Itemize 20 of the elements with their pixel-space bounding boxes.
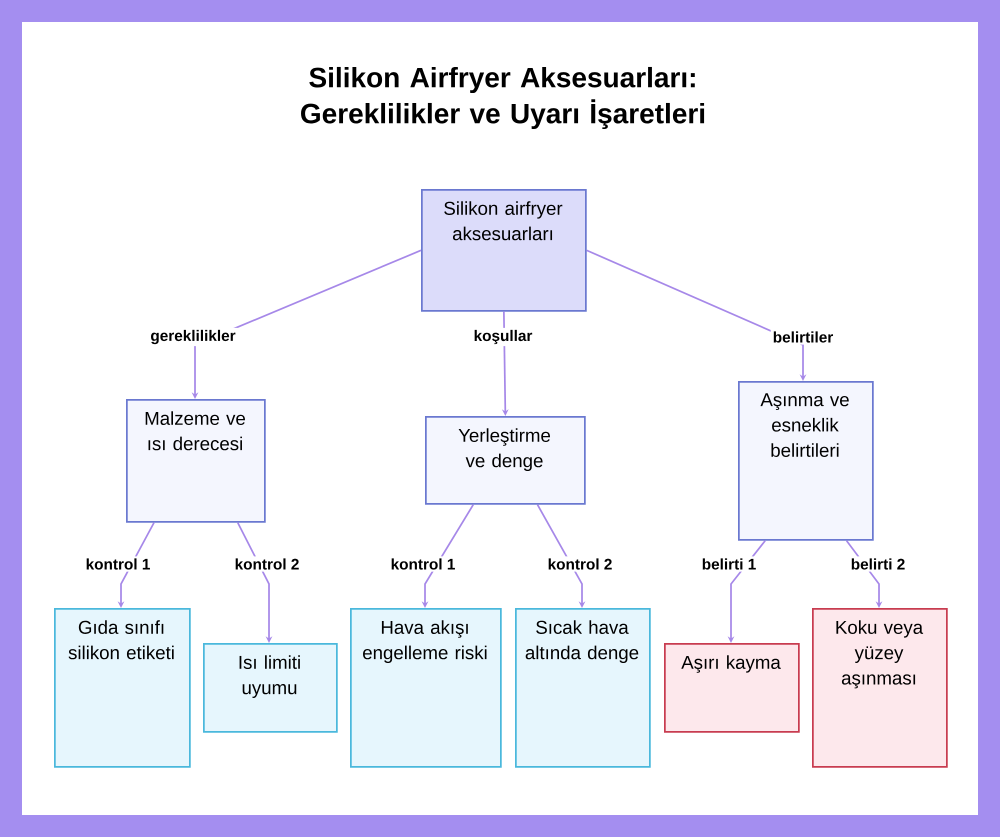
category-box: Aşınma ve esneklik belirtileri xyxy=(738,381,874,541)
edge-label: belirti 1 xyxy=(700,556,758,572)
check-box: Hava akışı engelleme riski xyxy=(350,608,502,768)
topic-box: Silikon airfryer aksesuarları xyxy=(421,189,587,312)
edge-label: belirtiler xyxy=(770,329,836,345)
category-box: Malzeme ve ısı derecesi xyxy=(126,399,266,523)
edge-label: koşullar xyxy=(472,328,534,346)
category-box: Yerleştirme ve denge xyxy=(425,416,586,505)
check-box: Isı limiti uyumu xyxy=(203,643,338,733)
edge-label: belirti 2 xyxy=(848,556,908,572)
edge-label: kontrol 1 xyxy=(388,556,458,572)
check-box: Gıda sınıfı silikon etiketi xyxy=(54,608,191,768)
edge-label: gereklilikler xyxy=(148,328,238,346)
check-box: Sıcak hava altında denge xyxy=(515,608,651,768)
edge-label: kontrol 2 xyxy=(232,556,302,572)
edge-label: kontrol 1 xyxy=(84,556,152,572)
edge-label: kontrol 2 xyxy=(546,556,614,572)
warning-box: Koku veya yüzey aşınması xyxy=(812,608,948,768)
title: Silikon Airfryer Aksesuarları: Gereklilikler ve Uyarı İşaretleri xyxy=(301,66,704,130)
warning-box: Aşırı kayma xyxy=(664,643,800,733)
